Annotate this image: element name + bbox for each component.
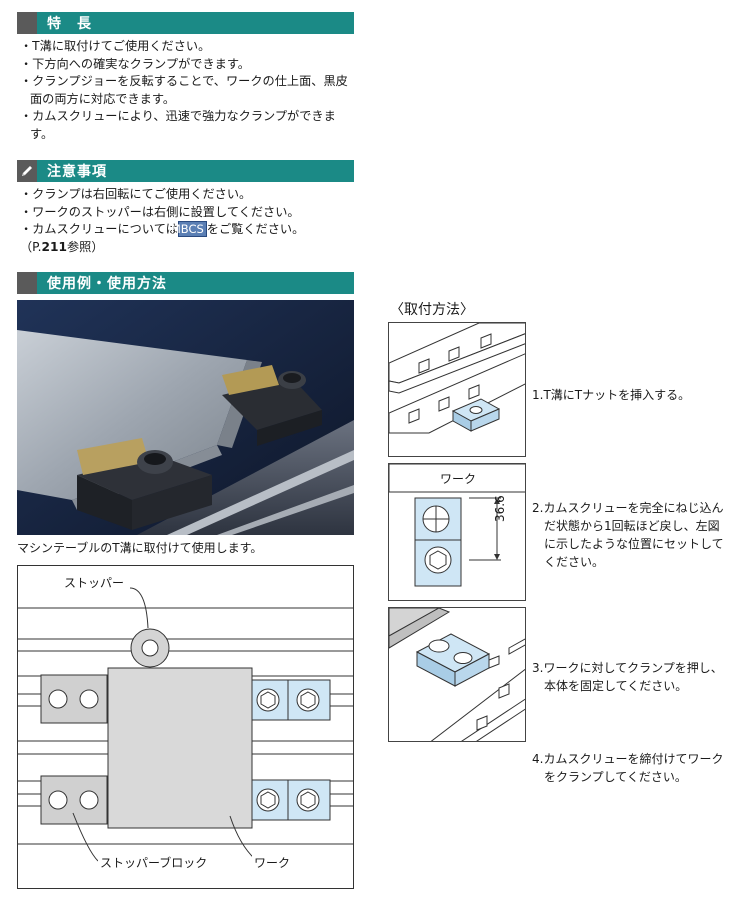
stopper-block-label: ストッパーブロック	[98, 854, 210, 871]
usage-header: 使用例・使用方法	[17, 272, 354, 294]
step-1-text: 1.T溝にTナットを挿入する。	[532, 388, 691, 402]
pencil-icon	[17, 160, 37, 182]
product-photo	[17, 300, 354, 535]
page-reference: （P.211参照）	[20, 239, 356, 257]
step-4-text: 4.カムスクリューを締付けてワークをクランプしてください。	[532, 752, 724, 784]
stopper-label: ストッパー	[62, 574, 127, 591]
features-header: 特 長	[17, 12, 354, 34]
step-2-text: 2.カムスクリューを完全にねじ込んだ状態から1回転ほど戻し、左図に示したような位…	[532, 501, 724, 569]
step2-illustration: ワーク 36.6	[388, 463, 526, 601]
cautions-list: ・クランプは右回転にてご使用ください。 ・ワークのストッパーは右側に設置してくだ…	[20, 186, 356, 256]
features-title: 特 長	[47, 16, 92, 32]
step-4: 4.カムスクリューを締付けてワークをクランプしてください。	[532, 750, 727, 786]
work-label-step2: ワーク	[439, 471, 476, 486]
list-item: ・T溝に取付けてご使用ください。	[20, 39, 211, 53]
step-2: 2.カムスクリューを完全にねじ込んだ状態から1回転ほど戻し、左図に示したような位…	[532, 499, 727, 571]
method-title: 〈取付方法〉	[390, 302, 474, 318]
cautions-title: 注意事項	[47, 164, 107, 180]
cautions-header: 注意事項	[17, 160, 354, 182]
usage-title: 使用例・使用方法	[47, 276, 167, 292]
list-item: ・クランプは右回転にてご使用ください。	[20, 187, 252, 201]
photo-caption: マシンテーブルのT溝に取付けて使用します。	[17, 541, 263, 555]
list-item: ・ワークのストッパーは右側に設置してください。	[20, 204, 300, 219]
work-label: ワーク	[252, 854, 293, 871]
step-3: 3.ワークに対してクランプを押し、本体を固定してください。	[532, 659, 727, 695]
features-list: ・T溝に取付けてご使用ください。 ・下方向への確実なクランプができます。 ・クラ…	[20, 38, 356, 143]
step1-illustration	[388, 322, 526, 457]
section-mark	[17, 272, 37, 294]
page-number: 211	[41, 239, 67, 254]
cam-suffix: をご覧ください。	[206, 222, 305, 236]
cam-prefix: ・カムスクリューについては	[20, 222, 178, 236]
section-mark	[17, 12, 37, 34]
page-prefix: （P.	[20, 239, 42, 254]
list-item: ・カムスクリューにより、迅速で強力なクランプができます。	[20, 109, 336, 141]
mbcs-reference-badge[interactable]: MBCS	[171, 221, 207, 237]
list-item: ・クランプジョーを反転することで、ワークの仕上面、黒皮面の両方に対応できます。	[20, 74, 348, 106]
step-3-text: 3.ワークに対してクランプを押し、本体を固定してください。	[532, 661, 723, 693]
list-item: ・下方向への確実なクランプができます。	[20, 56, 250, 71]
dimension-label: 36.6	[493, 495, 507, 522]
page-suffix: 参照）	[66, 239, 104, 254]
layout-diagram: ストッパー ストッパーブロック ワーク	[17, 565, 354, 889]
step-1: 1.T溝にTナットを挿入する。	[532, 386, 727, 404]
step3-illustration	[388, 607, 526, 742]
